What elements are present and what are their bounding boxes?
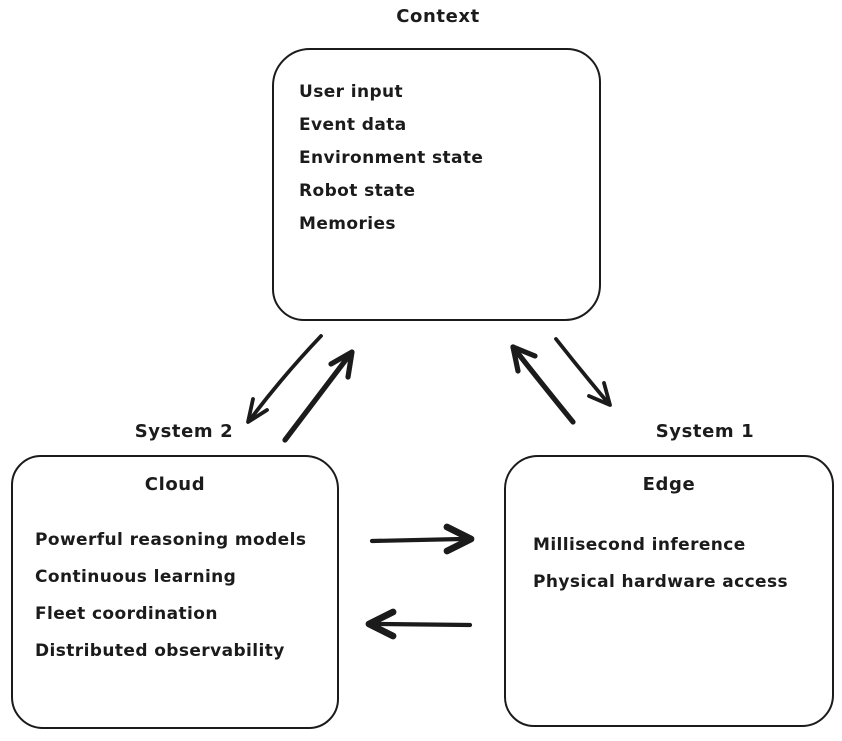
cloud-box: Cloud Powerful reasoning models Continuo… <box>11 455 339 729</box>
arrow-context-to-system1-icon <box>554 337 612 407</box>
context-box: User input Event data Environment state … <box>272 48 601 321</box>
system1-node-label: System 1 <box>655 421 755 442</box>
context-item: Memories <box>299 214 396 234</box>
arrow-cloud-to-edge-icon <box>369 523 475 555</box>
cloud-item: Distributed observability <box>35 641 285 661</box>
cloud-item-list: Powerful reasoning models Continuous lea… <box>35 522 337 670</box>
cloud-item: Fleet coordination <box>35 604 218 624</box>
arrow-system1-to-context-icon <box>510 344 576 425</box>
cloud-item: Powerful reasoning models <box>35 530 307 550</box>
arrow-edge-to-cloud-icon <box>365 608 473 640</box>
edge-item: Millisecond inference <box>533 535 746 555</box>
edge-box: Edge Millisecond inference Physical hard… <box>504 455 834 727</box>
edge-item: Physical hardware access <box>533 572 789 592</box>
context-item: Event data <box>299 115 407 135</box>
context-node-label: Context <box>396 6 480 27</box>
context-item: Robot state <box>299 181 416 201</box>
system2-node-label: System 2 <box>134 421 234 442</box>
arrow-context-to-system2-icon <box>246 334 323 424</box>
arrow-system2-to-context-icon <box>282 349 355 443</box>
cloud-box-title: Cloud <box>144 474 206 495</box>
cloud-item: Continuous learning <box>35 567 237 587</box>
edge-item-list: Millisecond inference Physical hardware … <box>533 527 832 601</box>
context-item: Environment state <box>299 148 484 168</box>
context-item: User input <box>299 82 404 102</box>
context-item-list: User input Event data Environment state … <box>299 76 599 241</box>
edge-box-title: Edge <box>642 474 696 495</box>
